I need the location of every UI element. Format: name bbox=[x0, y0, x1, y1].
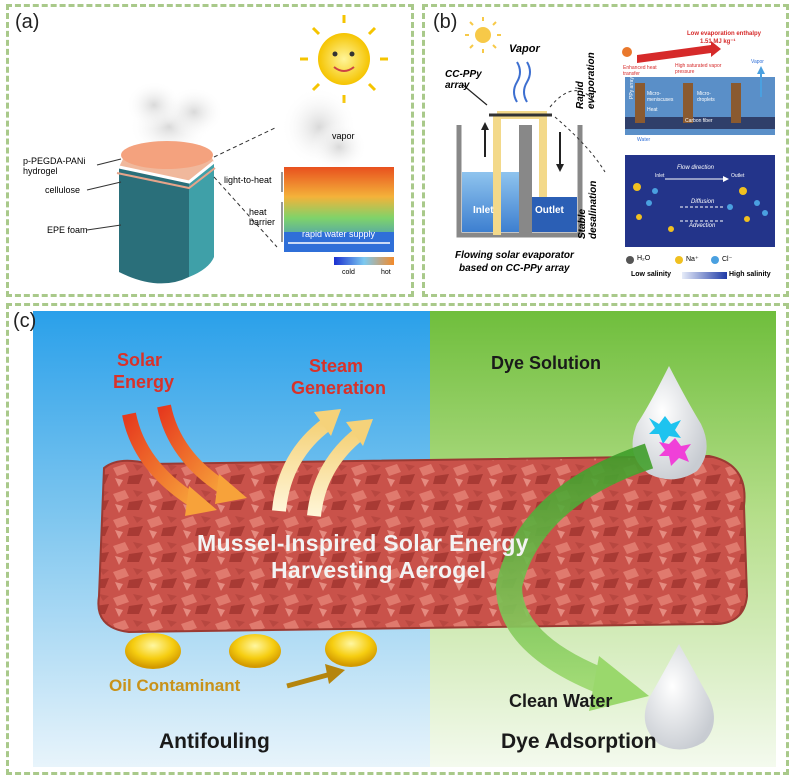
scale-hot-label: hot bbox=[381, 269, 391, 276]
steam-arrow-1 bbox=[272, 418, 332, 512]
panel-c-illustration bbox=[97, 366, 749, 750]
diffusion-label: Diffusion bbox=[691, 199, 715, 205]
low-salinity-label: Low salinity bbox=[631, 271, 672, 278]
aerogel-label-2: Harvesting Aerogel bbox=[271, 557, 487, 583]
vapor-small-label: Vapor bbox=[751, 59, 764, 65]
sun-icon bbox=[465, 17, 501, 53]
clean-water-drop-icon bbox=[644, 644, 714, 750]
clean-water-label: Clean Water bbox=[509, 691, 613, 711]
oil-arrow bbox=[286, 671, 332, 689]
water-supply-label: rapid water supply bbox=[302, 229, 376, 239]
flow-direction-label: Flow direction bbox=[677, 165, 715, 171]
evaporator-tank bbox=[456, 111, 583, 238]
low-enthalpy-label-2: 1.51 MJ kg⁻¹ bbox=[700, 39, 736, 45]
steam-arrow-2 bbox=[307, 428, 364, 517]
inlet-label: Inlet bbox=[473, 205, 494, 216]
dye-adsorption-label: Dye Adsorption bbox=[501, 730, 657, 753]
solar-arrow-1 bbox=[122, 412, 198, 507]
panel-a-label: (a) bbox=[15, 11, 40, 33]
legend-h2o-label: H₂O bbox=[637, 255, 651, 262]
caption-line1: Flowing solar evaporator bbox=[455, 250, 574, 261]
enhanced-heat-label: Enhanced heat transfer bbox=[623, 65, 657, 77]
advection-label: Advection bbox=[689, 223, 716, 229]
legend-cl-label: Cl⁻ bbox=[722, 256, 733, 263]
oil-contaminant-label: Oil Contaminant bbox=[109, 676, 241, 695]
aerogel-label-1: Mussel-Inspired Solar Energy bbox=[197, 530, 529, 556]
low-enthalpy-label-1: Low evaporation enthalpy bbox=[687, 31, 762, 37]
outlet-small-label: Outlet bbox=[731, 173, 745, 179]
solar-energy-label-2: Energy bbox=[113, 372, 175, 392]
desalination-detail bbox=[625, 155, 775, 247]
ppy-array-label: PPy array bbox=[629, 77, 635, 99]
panel-c-label: (c) bbox=[13, 310, 37, 332]
vapor-label: vapor bbox=[332, 131, 355, 141]
micro-droplets-label: Micro-droplets bbox=[697, 91, 715, 103]
panel-b-illustration bbox=[456, 17, 775, 279]
outlet-label: Outlet bbox=[535, 205, 564, 216]
flow-arrow bbox=[495, 443, 654, 697]
scale-cold-label: cold bbox=[342, 269, 355, 276]
array-label: CC-PPy array bbox=[445, 69, 482, 91]
water-label: Water bbox=[637, 137, 651, 143]
caption-line2: based on CC-PPy array bbox=[459, 263, 570, 274]
solar-energy-label-1: Solar bbox=[117, 350, 163, 370]
carbon-fiber-label: Carbon fiber bbox=[685, 118, 713, 124]
panel-b: (b) Vapor CC-PPy array Inlet Outlet Flow… bbox=[422, 4, 789, 297]
steam-generation-label-2: Generation bbox=[291, 378, 387, 398]
evaporator-cylinder bbox=[116, 141, 216, 284]
antifouling-label: Antifouling bbox=[159, 730, 270, 753]
salinity-bar bbox=[682, 272, 727, 279]
micro-meniscus-label: Micro-meniscuses bbox=[647, 91, 674, 103]
legend-na-label: Na⁺ bbox=[686, 256, 699, 263]
stable-desalination-label: Stable desalination bbox=[577, 180, 599, 239]
high-pressure-label: High saturated vapor pressure bbox=[675, 63, 722, 75]
heat-barrier-label: heat barrier bbox=[249, 207, 276, 227]
heat-label: Heat bbox=[647, 107, 658, 113]
steam-generation-label-1: Steam bbox=[309, 356, 364, 376]
evaporation-detail bbox=[622, 41, 775, 135]
dye-solution-drop-icon bbox=[632, 366, 707, 480]
vapor-label: Vapor bbox=[509, 43, 540, 55]
inlet-small-label: Inlet bbox=[655, 173, 665, 179]
layer-cellulose-label: cellulose bbox=[45, 185, 81, 195]
panel-a-illustration bbox=[86, 15, 394, 284]
oil-droplets bbox=[125, 631, 377, 669]
panel-b-label: (b) bbox=[433, 11, 458, 33]
dye-solution-label: Dye Solution bbox=[491, 353, 602, 373]
light-to-heat-label: light-to-heat bbox=[224, 175, 272, 185]
solar-arrow-2 bbox=[157, 404, 228, 494]
color-scale bbox=[334, 257, 394, 265]
high-salinity-label: High salinity bbox=[729, 271, 771, 278]
rapid-evaporation-label: Rapid evaporation bbox=[575, 52, 597, 109]
panel-a: (a) p-PEGDA-PANi hydrogel cellulose EPE … bbox=[6, 4, 414, 297]
layer-hydrogel-label: p-PEGDA-PANi hydrogel bbox=[23, 156, 86, 176]
panel-c: (c) Solar Energy Steam Generation Dye So… bbox=[6, 303, 789, 775]
layer-foam-label: EPE foam bbox=[47, 225, 88, 235]
